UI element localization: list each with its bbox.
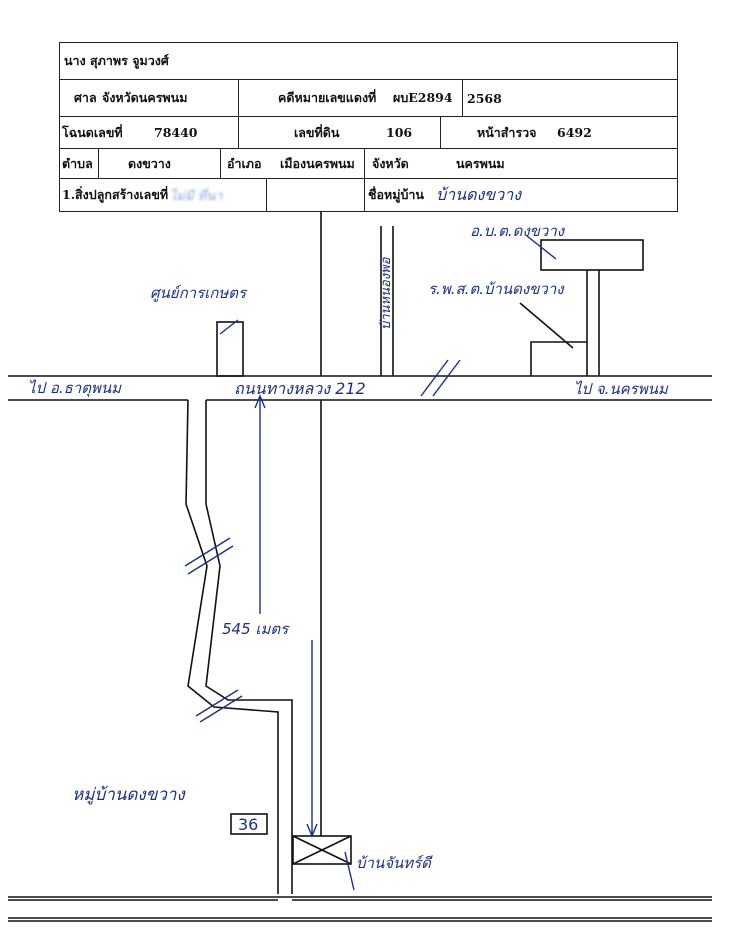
agri-center-building: [216, 321, 244, 377]
province-label: จังหวัด: [372, 155, 409, 171]
village-label: ชื่อหมู่บ้าน: [368, 187, 424, 202]
distance-arrow-head: [306, 823, 318, 838]
district-value: เมืองนครพนม: [280, 155, 355, 171]
divider: [364, 179, 365, 211]
divider: [238, 117, 239, 148]
office-pointer: [526, 235, 557, 260]
divider: [462, 80, 463, 116]
target-house: [292, 835, 352, 865]
deed-row: โฉนดเลขที่ 78440 เลขที่ดิน 106 หน้าสำรวจ…: [60, 117, 677, 149]
province-value: นครพนม: [456, 155, 505, 171]
lane-right-edge: [205, 400, 293, 894]
village-note: หมู่บ้านดงขวาง: [72, 785, 186, 805]
house-number: 36: [238, 815, 258, 834]
survey-label: หน้าสำรวจ: [477, 124, 537, 140]
road-break-mark: [432, 359, 461, 397]
distance-arrow-head: [254, 394, 266, 409]
divider: [220, 149, 221, 178]
hospital-pointer: [519, 302, 574, 349]
owner-name: นาง สุภาพร จูมวงศ์: [64, 53, 169, 68]
court-row: ศาล จังหวัดนครพนม คดีหมายเลขแดงที่ ผบE28…: [60, 80, 677, 117]
court-label: ศาล: [74, 90, 97, 105]
hospital-label: ร.พ.ส.ต.บ้านดงขวาง: [428, 280, 565, 298]
case-label: คดีหมายเลขแดงที่: [278, 90, 377, 105]
survey-number: 6492: [557, 125, 592, 140]
center-label: ศูนย์การเกษตร: [150, 284, 248, 302]
hospital-building: [530, 341, 587, 376]
owner-row: นาง สุภาพร จูมวงศ์: [60, 43, 677, 80]
lane-break-mark: [187, 545, 234, 575]
lane-left-edge: [185, 399, 279, 894]
main-road-label: ถนนทางหลวง 212: [234, 379, 366, 398]
lane-break-mark: [195, 689, 239, 717]
case-year: 2568: [467, 90, 502, 106]
location-row: ตำบล ดงขวาง อำเภอ เมืองนครพนม จังหวัด นค…: [60, 149, 677, 179]
building-row: 1.สิ่งปลูกสร้างเลขที่ ไม่มี ที่นา ชื่อหม…: [60, 179, 677, 211]
house-number-box: [230, 813, 268, 835]
target-note: บ้านจันทร์ดี: [356, 854, 433, 872]
land-label: เลขที่ดิน: [294, 124, 340, 140]
divider: [364, 149, 365, 178]
building-value-redacted: ไม่มี ที่นา: [170, 188, 223, 204]
divider: [266, 179, 267, 211]
left-direction-label: ไป อ.ธาตุพนม: [28, 379, 122, 397]
subdistrict-label: ตำบล: [62, 155, 93, 171]
divider: [238, 80, 239, 116]
district-label: อำเภอ: [227, 155, 262, 171]
agri-center-pointer: [219, 319, 239, 335]
village-value: บ้านดงขวาง: [436, 184, 521, 204]
deed-label: โฉนดเลขที่: [62, 124, 123, 140]
land-number: 106: [386, 125, 413, 140]
divider: [440, 117, 441, 148]
court-value: จังหวัดนครพนม: [102, 90, 188, 105]
tambon-office-building: [540, 239, 644, 271]
case-number: ผบE2894: [393, 90, 453, 105]
divider: [98, 149, 99, 178]
right-direction-label: ไป จ.นครพนม: [574, 380, 669, 398]
side-road-label: บ้านหนองพ่อ: [379, 256, 394, 330]
house-cross: [292, 835, 352, 865]
lane-break-mark: [199, 695, 243, 723]
target-note-pointer: [344, 851, 355, 891]
distance-label: 545 เมตร: [222, 620, 290, 638]
subdistrict-value: ดงขวาง: [128, 155, 171, 171]
road-break-mark: [420, 359, 449, 397]
deed-number: 78440: [154, 125, 198, 140]
building-label: 1.สิ่งปลูกสร้างเลขที่: [62, 187, 169, 202]
header-form: นาง สุภาพร จูมวงศ์ ศาล จังหวัดนครพนม คดี…: [59, 42, 678, 212]
top-right-label: อ.บ.ต.ดงขวาง: [470, 222, 566, 240]
lane-break-mark: [184, 537, 231, 567]
